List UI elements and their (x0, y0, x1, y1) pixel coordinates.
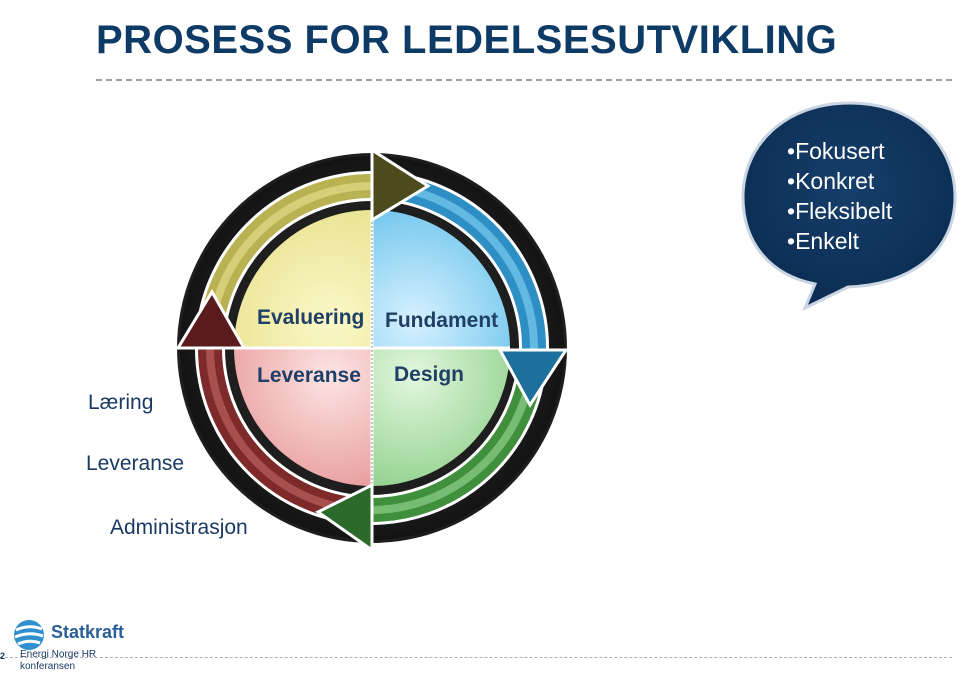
side-label-leveranse: Leveranse (86, 452, 185, 475)
statkraft-logo-text: Statkraft (51, 622, 125, 642)
arrow-head-blue (497, 348, 569, 408)
arrow-head-yellow (370, 147, 431, 223)
arrow-head-green (315, 482, 374, 553)
quadrant-label-fundament: Fundament (385, 309, 499, 332)
quadrant-label-leveranse: Leveranse (257, 364, 361, 387)
quadrant-yellow (234, 210, 372, 348)
statkraft-logo-icon (14, 620, 44, 650)
quadrant-label-evaluering: Evaluering (257, 306, 365, 329)
page-number: 2 (0, 651, 6, 661)
quadrant-red (234, 348, 372, 486)
bubble-item: Fokusert (787, 136, 892, 166)
quadrant-green (372, 348, 510, 486)
quadrant-blue (372, 210, 510, 348)
bubble-item: Konkret (787, 166, 892, 196)
quadrant-label-design: Design (394, 363, 465, 386)
bubble-item: Enkelt (787, 226, 892, 256)
footer-divider (0, 657, 952, 658)
arrow-head-red (175, 289, 247, 350)
side-label-administrasjon: Administrasjon (110, 516, 248, 539)
side-label-laering: Læring (88, 391, 154, 414)
title-divider (96, 79, 952, 81)
bubble-item: Fleksibelt (787, 196, 892, 226)
slide-title: PROSESS FOR LEDELSESUTVIKLING (96, 18, 838, 62)
footer-event: Energi Norge HR konferansen (20, 649, 97, 672)
bubble-list: Fokusert Konkret Fleksibelt Enkelt (787, 136, 892, 256)
